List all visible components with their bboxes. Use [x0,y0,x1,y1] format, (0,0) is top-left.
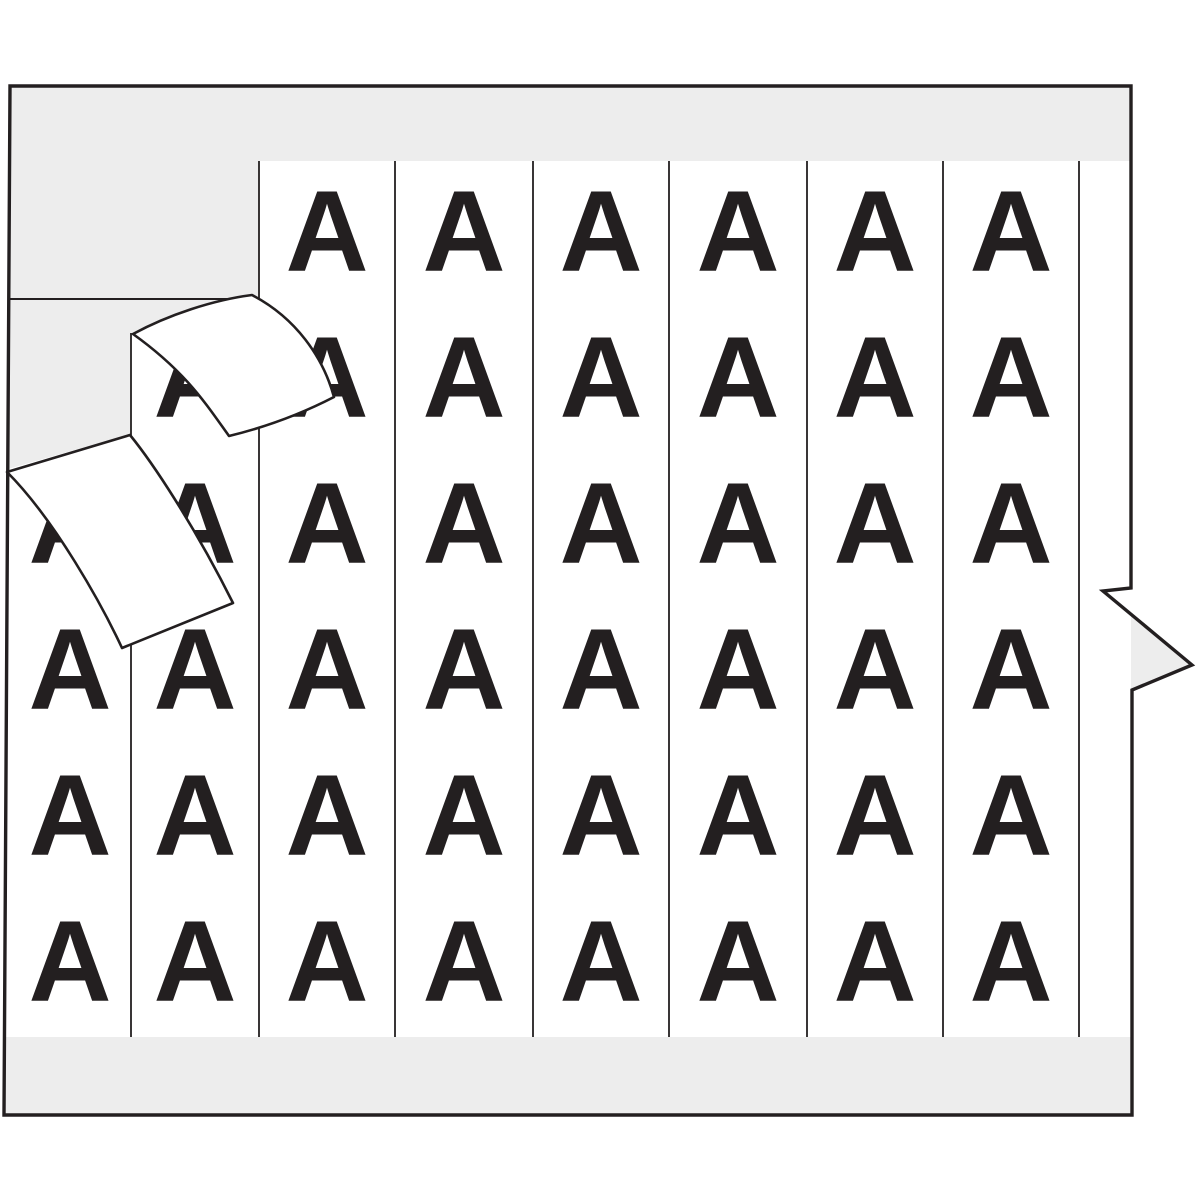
peeling-label-curl-lower [5,433,235,650]
marker-letter: A [422,168,505,296]
marker-letter: A [969,898,1052,1026]
marker-letter: A [833,752,916,880]
marker-letter: A [696,606,779,734]
marker-letter: A [696,752,779,880]
marker-letter: A [696,898,779,1026]
marker-letter: A [833,460,916,588]
marker-letter: A [696,314,779,442]
marker-letter: A [28,606,111,734]
marker-letter: A [422,898,505,1026]
marker-letter: A [153,898,236,1026]
marker-letter: A [969,606,1052,734]
marker-letter: A [28,898,111,1026]
marker-letter: A [559,460,642,588]
marker-letter: A [422,606,505,734]
marker-letter: A [833,168,916,296]
peeling-label-curl-upper [131,293,336,438]
marker-letter: A [559,314,642,442]
marker-letter: A [969,314,1052,442]
marker-letter: A [422,460,505,588]
marker-letter: A [422,314,505,442]
marker-letter: A [696,460,779,588]
marker-letter: A [285,752,368,880]
marker-letter: A [969,752,1052,880]
marker-letter: A [969,168,1052,296]
marker-letter: A [833,606,916,734]
marker-letter: A [28,752,111,880]
marker-letter: A [422,752,505,880]
marker-letter: A [833,898,916,1026]
marker-letter: A [153,752,236,880]
marker-letter: A [285,898,368,1026]
marker-letter: A [285,168,368,296]
card-outline-with-peel-notch [2,84,1196,1117]
marker-letter: A [969,460,1052,588]
marker-letter: A [285,606,368,734]
marker-letter: A [285,460,368,588]
marker-letter: A [833,314,916,442]
marker-letter: A [696,168,779,296]
marker-letter: A [559,168,642,296]
marker-letter: A [559,752,642,880]
marker-letter: A [559,898,642,1026]
marker-letter: A [559,606,642,734]
